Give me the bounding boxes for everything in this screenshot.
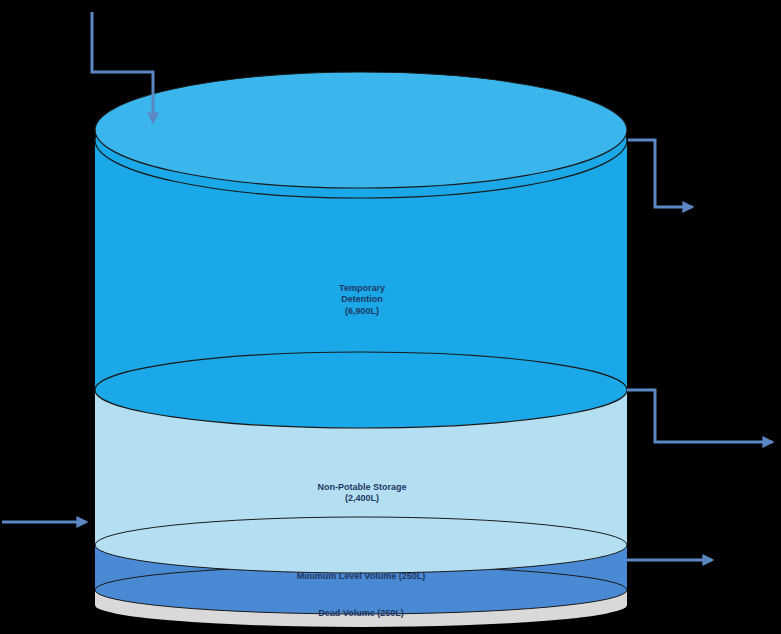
- band-text: Non-Potable Storage (2,400L): [310, 482, 414, 505]
- flow-arrows: [2, 12, 772, 560]
- draw-arrow: [627, 559, 712, 562]
- tank-band-label: Minimum Level Volume (250L): [294, 569, 428, 584]
- tank-top: [95, 72, 627, 198]
- inlet-arrow: [92, 12, 153, 122]
- band-text: Minimum Level Volume (250L): [297, 571, 425, 582]
- band-text: Dead Volume (250L): [318, 608, 403, 619]
- tank-band-label: Temporary Detention (6,900L): [331, 281, 393, 319]
- overflow-arrow: [628, 140, 692, 207]
- outlet-arrow: [627, 390, 772, 442]
- band-text: Temporary Detention (6,900L): [334, 283, 390, 317]
- tank-band-label: Non-Potable Storage (2,400L): [307, 480, 417, 507]
- topup-arrow: [2, 521, 86, 524]
- tank-band-label: Dead Volume (250L): [315, 606, 406, 621]
